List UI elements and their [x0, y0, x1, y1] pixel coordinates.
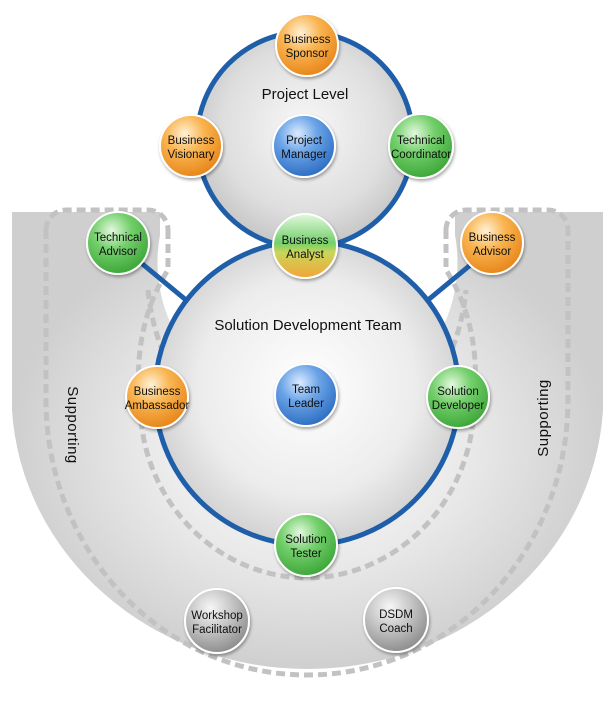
solution-developer-line1: Solution — [437, 386, 479, 398]
node-business-visionary: Business Visionary — [159, 114, 223, 178]
business-advisor-line2: Advisor — [473, 246, 512, 258]
solution-tester-line2: Tester — [290, 548, 321, 560]
supporting-outline-inner-left — [136, 230, 308, 581]
business-advisor-line1: Business — [469, 232, 516, 244]
solution-developer-line2: Developer — [432, 400, 485, 412]
node-technical-coordinator: Technical Coordinator — [388, 113, 454, 179]
node-team-leader: Team Leader — [274, 363, 338, 427]
project-level-label: Project Level — [262, 86, 349, 103]
node-workshop-facilitator: Workshop Facilitator — [184, 588, 250, 654]
technical-advisor-line2: Advisor — [99, 246, 138, 258]
supporting-left-label: Supporting — [64, 386, 81, 464]
connector-technical-advisor — [138, 260, 188, 302]
business-analyst-line2: Analyst — [286, 249, 325, 261]
node-technical-advisor: Technical Advisor — [86, 211, 150, 275]
solution-tester-line1: Solution — [285, 534, 327, 546]
dsdm-coach-line1: DSDM — [379, 609, 413, 621]
supporting-right-label: Supporting — [535, 379, 552, 457]
business-visionary-line2: Visionary — [167, 149, 214, 161]
workshop-facilitator-line2: Facilitator — [192, 624, 242, 636]
node-business-sponsor: Business Sponsor — [275, 13, 339, 77]
supporting-outline-outer — [43, 207, 571, 678]
project-manager-line2: Manager — [281, 149, 327, 161]
node-business-analyst: Business Analyst — [272, 213, 338, 279]
node-solution-developer: Solution Developer — [426, 365, 490, 429]
node-dsdm-coach: DSDM Coach — [363, 587, 429, 653]
node-business-advisor: Business Advisor — [460, 211, 524, 275]
technical-coordinator-line1: Technical — [397, 135, 445, 147]
business-visionary-line1: Business — [168, 135, 215, 147]
business-sponsor-line2: Sponsor — [286, 48, 329, 60]
business-ambassador-line2: Ambassador — [125, 400, 190, 412]
project-manager-line1: Project — [286, 135, 323, 147]
node-project-manager: Project Manager — [272, 114, 336, 178]
business-sponsor-line1: Business — [284, 34, 331, 46]
team-label: Solution Development Team — [214, 317, 401, 334]
team-leader-line2: Leader — [288, 398, 324, 410]
node-solution-tester: Solution Tester — [274, 513, 338, 577]
workshop-facilitator-line1: Workshop — [191, 610, 243, 622]
connector-business-advisor — [426, 260, 476, 302]
business-analyst-line1: Business — [282, 235, 329, 247]
dsdm-coach-line2: Coach — [379, 623, 412, 635]
business-ambassador-line1: Business — [134, 386, 181, 398]
node-business-ambassador: Business Ambassador — [125, 365, 190, 429]
technical-coordinator-line2: Coordinator — [391, 149, 451, 161]
supporting-outline-inner-right — [306, 230, 478, 581]
technical-advisor-line1: Technical — [94, 232, 142, 244]
team-leader-line1: Team — [292, 384, 320, 396]
